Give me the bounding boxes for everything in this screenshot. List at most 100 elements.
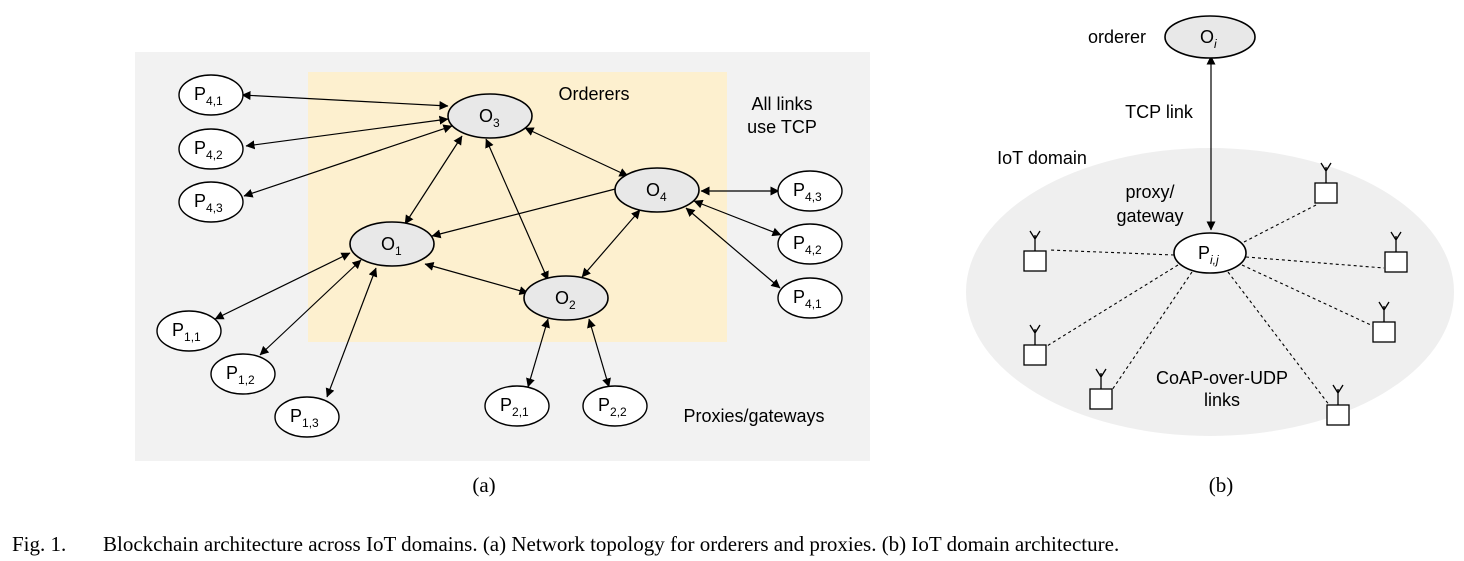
proxy-p42-right-main: P	[793, 233, 805, 253]
panel-a-sublabel: (a)	[472, 473, 495, 497]
link-p41-o3	[241, 90, 449, 111]
svg-text:O1: O1	[381, 234, 402, 258]
orderer-o2-sub: 2	[569, 298, 576, 312]
proxy-p42-left-main: P	[194, 138, 206, 158]
proxy-p43-left-main: P	[194, 191, 206, 211]
svg-text:O2: O2	[555, 288, 576, 312]
orderer-o4-main: O	[646, 180, 660, 200]
proxy-node-p42-left: P4,2	[178, 128, 244, 170]
svg-text:P1,1: P1,1	[172, 320, 201, 344]
link-o3-o1	[404, 135, 463, 225]
proxy-p11-sub: 1,1	[184, 330, 201, 344]
svg-text:P1,3: P1,3	[290, 406, 319, 430]
proxy-p42-right-sub: 4,2	[805, 243, 822, 257]
svg-text:P4,2: P4,2	[194, 138, 223, 162]
proxy-node-p22: P2,2	[582, 385, 648, 427]
proxy-node-p11: P1,1	[156, 310, 222, 352]
svg-text:P2,1: P2,1	[500, 395, 529, 419]
iot-device-icon	[1023, 230, 1047, 272]
orderer-o1-main: O	[381, 234, 395, 254]
orderer-o3-sub: 3	[493, 116, 500, 130]
panel-b-sublabel: (b)	[1209, 473, 1234, 497]
tcp-note-line2: use TCP	[747, 117, 817, 137]
svg-text:P4,2: P4,2	[793, 233, 822, 257]
orderers-label: Orderers	[558, 84, 629, 104]
panel-a-links	[214, 90, 782, 398]
svg-text:P2,2: P2,2	[598, 395, 627, 419]
svg-text:Oi: Oi	[1200, 27, 1217, 51]
link-o1-o4	[431, 183, 628, 239]
proxy-label-line2: gateway	[1116, 206, 1183, 226]
proxy-p21-main: P	[500, 395, 512, 415]
proxy-p41-right-sub: 4,1	[805, 297, 822, 311]
panel-a: O3 O4 O1 O2 P4,1 P4,2 P4,3 P4,3	[135, 52, 870, 497]
proxy-p43-right-sub: 4,3	[805, 190, 822, 204]
svg-text:Pi,j: Pi,j	[1198, 243, 1219, 267]
proxies-label: Proxies/gateways	[683, 406, 824, 426]
proxy-node-p43-right: P4,3	[777, 170, 843, 212]
coap-link-4	[1241, 264, 1374, 327]
proxy-p11-main: P	[172, 320, 184, 340]
link-o4-p41	[685, 207, 781, 289]
link-o4-o2	[581, 209, 641, 278]
proxy-p12-main: P	[226, 363, 238, 383]
coap-link-5	[1046, 264, 1179, 347]
orderer-o3-main: O	[479, 106, 493, 126]
proxy-p22-sub: 2,2	[610, 405, 627, 419]
svg-text:P1,2: P1,2	[226, 363, 255, 387]
coap-links	[1046, 204, 1385, 407]
coap-label-line1: CoAP-over-UDP	[1156, 368, 1288, 388]
coap-link-7	[1227, 271, 1331, 407]
proxy-p21-sub: 2,1	[512, 405, 529, 419]
proxy-node-p21: P2,1	[484, 385, 550, 427]
orderer-node-oi: Oi	[1164, 15, 1256, 59]
orderer-node-o3: O3	[447, 93, 533, 139]
orderer-o2-main: O	[555, 288, 569, 308]
svg-text:P4,1: P4,1	[194, 84, 223, 108]
proxy-p13-sub: 1,3	[302, 416, 319, 430]
proxy-p12-sub: 1,2	[238, 373, 255, 387]
proxy-pij-main: P	[1198, 243, 1210, 263]
link-o1-o2	[424, 261, 529, 296]
orderer-o1-sub: 1	[395, 244, 402, 258]
link-o2-p22	[587, 318, 611, 388]
iot-device-icon	[1314, 162, 1338, 204]
orderer-node-o1: O1	[349, 221, 435, 267]
link-o2-p21	[526, 318, 550, 388]
proxy-p43-right-main: P	[793, 180, 805, 200]
tcp-link-label: TCP link	[1125, 102, 1194, 122]
svg-text:P4,3: P4,3	[194, 191, 223, 215]
orderer-node-o4: O4	[614, 167, 700, 213]
proxy-node-p42-right: P4,2	[777, 223, 843, 265]
svg-text:O3: O3	[479, 106, 500, 130]
proxy-node-p41-left: P4,1	[178, 74, 244, 116]
proxy-p41-right-main: P	[793, 287, 805, 307]
proxy-p41-left-sub: 4,1	[206, 94, 223, 108]
iot-device-icon	[1372, 301, 1396, 343]
orderer-oi-main: O	[1200, 27, 1214, 47]
svg-text:P4,3: P4,3	[793, 180, 822, 204]
proxy-node-p41-right: P4,1	[777, 277, 843, 319]
coap-label-line2: links	[1204, 390, 1240, 410]
link-o3-o4	[524, 127, 629, 177]
orderer-node-o2: O2	[523, 275, 609, 321]
proxy-node-p43-left: P4,3	[178, 181, 244, 223]
proxy-p13-main: P	[290, 406, 302, 426]
orderer-oi-sub: i	[1214, 37, 1217, 51]
proxy-label-line1: proxy/	[1125, 182, 1174, 202]
orderer-o4-sub: 4	[660, 190, 667, 204]
svg-text:P4,1: P4,1	[793, 287, 822, 311]
link-o1-p13	[325, 267, 378, 398]
proxy-p41-left-main: P	[194, 84, 206, 104]
iot-device-icon	[1326, 384, 1350, 426]
caption-text: Blockchain architecture across IoT domai…	[103, 532, 1119, 556]
iot-device-icon	[1089, 368, 1113, 410]
iot-device-icon	[1384, 231, 1408, 273]
iot-domain-region	[966, 148, 1454, 436]
proxy-p42-left-sub: 4,2	[206, 148, 223, 162]
coap-link-2	[1243, 204, 1317, 243]
proxy-node-p13: P1,3	[274, 396, 340, 438]
svg-text:O4: O4	[646, 180, 667, 204]
proxy-p22-main: P	[598, 395, 610, 415]
